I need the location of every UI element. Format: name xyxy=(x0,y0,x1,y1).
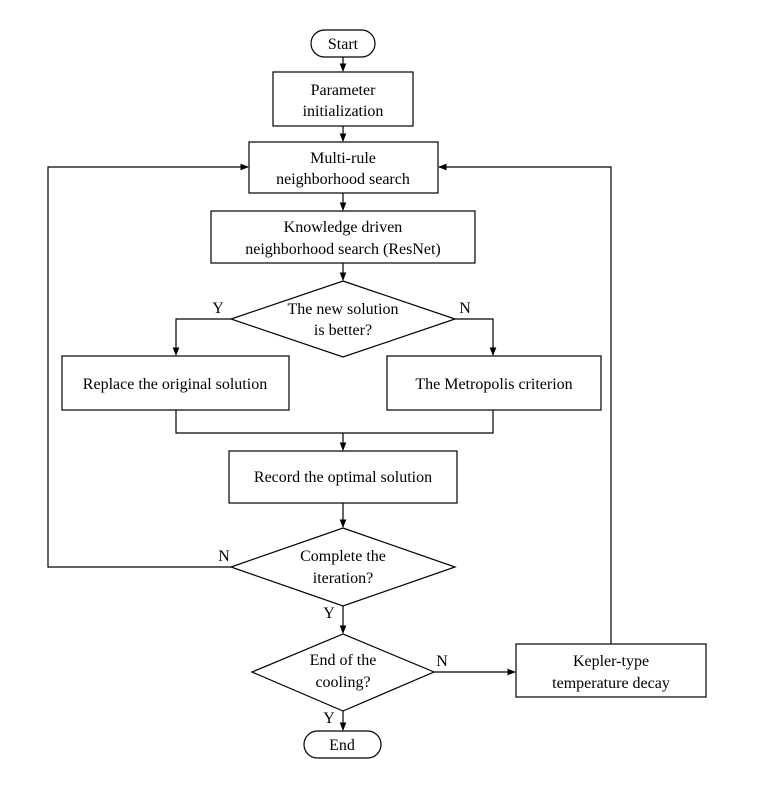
kepler-line-1: Kepler-type xyxy=(573,653,649,670)
start-label: Start xyxy=(328,36,359,53)
cooling-yes-label: Y xyxy=(323,710,335,727)
edges xyxy=(47,57,612,731)
new-better-line-1: The new solution xyxy=(287,301,398,318)
new-solution-better-decision: The new solution is better? xyxy=(229,280,457,358)
metropolis-criterion-box: The Metropolis criterion xyxy=(386,355,602,411)
replace-label: Replace the original solution xyxy=(83,376,267,393)
knowledge-line-2: neighborhood search (ResNet) xyxy=(245,241,441,258)
complete-iteration-decision: Complete the iteration? xyxy=(229,527,457,607)
parameter-initialization-box: Parameter initialization xyxy=(272,71,414,127)
record-optimal-solution-box: Record the optimal solution xyxy=(228,450,458,504)
better-yes-label: Y xyxy=(212,300,224,317)
iteration-yes-label: Y xyxy=(323,605,335,622)
edge-better-no xyxy=(455,318,497,356)
new-better-line-2: is better? xyxy=(314,322,372,339)
metropolis-label: The Metropolis criterion xyxy=(415,376,572,393)
kepler-temperature-decay-box: Kepler-type temperature decay xyxy=(515,643,707,698)
end-terminal: End xyxy=(303,730,382,759)
complete-iter-line-1: Complete the xyxy=(300,548,386,565)
cooling-no-label: N xyxy=(436,653,448,670)
param-init-line-2: initialization xyxy=(303,103,384,120)
multi-rule-line-2: neighborhood search xyxy=(276,171,410,188)
end-cooling-line-1: End of the xyxy=(310,652,377,669)
replace-original-solution-box: Replace the original solution xyxy=(61,355,290,411)
param-init-line-1: Parameter xyxy=(311,82,377,99)
edge-replace-merge xyxy=(175,410,343,434)
edge-iteration-no-loop xyxy=(47,163,249,568)
kepler-line-2: temperature decay xyxy=(552,675,670,692)
knowledge-line-1: Knowledge driven xyxy=(284,219,403,236)
end-cooling-line-2: cooling? xyxy=(315,674,370,691)
multi-rule-line-1: Multi-rule xyxy=(310,150,376,167)
start-terminal: Start xyxy=(310,29,376,58)
multi-rule-search-box: Multi-rule neighborhood search xyxy=(248,141,439,194)
iteration-no-label: N xyxy=(218,548,230,565)
complete-iter-line-2: iteration? xyxy=(313,570,373,587)
end-label: End xyxy=(329,737,355,754)
record-label: Record the optimal solution xyxy=(254,469,432,486)
edge-metropolis-merge xyxy=(343,410,494,434)
knowledge-driven-search-box: Knowledge driven neighborhood search (Re… xyxy=(210,210,476,264)
end-of-cooling-decision: End of the cooling? xyxy=(250,633,436,712)
better-no-label: N xyxy=(459,300,471,317)
edge-better-yes xyxy=(172,318,231,356)
edge-kepler-loop xyxy=(438,163,612,644)
